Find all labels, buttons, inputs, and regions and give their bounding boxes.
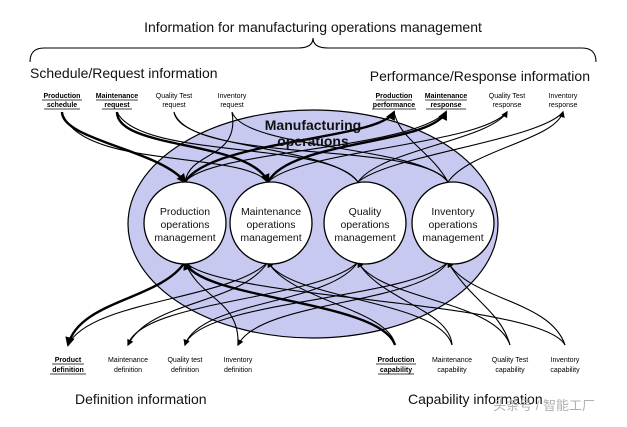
maintenance-request-label-1: Maintenance (96, 93, 139, 100)
flow-curves (60, 110, 566, 347)
product-definition-label-1: Product (55, 357, 82, 364)
maintenance-definition-label-2: definition (114, 367, 142, 374)
quality-test-request-label-2: request (162, 102, 185, 109)
production-capability-label-2: capability (380, 367, 412, 374)
production-performance-label-2: performance (373, 102, 416, 109)
inventory-ops-line-2: operations (428, 219, 477, 231)
production-ops-line-3: management (154, 232, 215, 244)
top-left-labels: Production schedule Maintenance request … (42, 93, 247, 110)
maintenance-ops-line-1: Maintenance (241, 206, 301, 218)
inventory-response-label-1: Inventory (549, 93, 578, 100)
product-definition-label-2: definition (52, 367, 84, 374)
maintenance-operations-circle (229, 181, 313, 265)
inventory-request-label-2: request (220, 102, 243, 109)
schedule-request-label: Schedule/Request information (30, 65, 218, 81)
core-label-line-2: operations (277, 133, 349, 149)
maintenance-capability-label-1: Maintenance (432, 357, 472, 364)
quality-test-definition-label-1: Quality test (167, 357, 202, 364)
bottom-right-labels: Production capability Maintenance capabi… (376, 357, 580, 375)
quality-operations-circle (323, 181, 407, 265)
function-inventory: Inventory operations management (411, 181, 495, 265)
maintenance-response-label-2: response (430, 102, 461, 109)
function-quality: Quality operations management (323, 181, 407, 265)
quality-test-response-label-2: response (493, 102, 522, 109)
maintenance-ops-line-3: management (240, 232, 301, 244)
quality-ops-line-1: Quality (349, 206, 382, 218)
inventory-ops-line-1: Inventory (431, 206, 475, 218)
definition-information-label: Definition information (75, 391, 207, 407)
production-ops-line-1: Production (160, 206, 210, 218)
inventory-definition-label-2: definition (224, 367, 252, 374)
inventory-request-label-1: Inventory (218, 93, 247, 100)
production-schedule-label-2: schedule (47, 102, 77, 109)
production-performance-label-1: Production (376, 93, 413, 100)
production-capability-label-1: Production (378, 357, 415, 364)
inventory-definition-label-1: Inventory (224, 357, 253, 364)
bottom-left-labels: Product definition Maintenance definitio… (50, 357, 253, 375)
top-right-labels: Production performance Maintenance respo… (372, 93, 578, 110)
maintenance-request-label-2: request (104, 102, 130, 109)
quality-ops-line-3: management (334, 232, 395, 244)
function-production: Production operations management (143, 181, 227, 265)
diagram-title: Information for manufacturing operations… (144, 19, 482, 35)
inventory-capability-label-2: capability (550, 367, 580, 374)
function-maintenance: Maintenance operations management (229, 181, 313, 265)
quality-test-request-label-1: Quality Test (156, 93, 192, 100)
production-ops-line-2: operations (160, 219, 209, 231)
production-operations-circle (143, 181, 227, 265)
performance-response-label: Performance/Response information (370, 68, 590, 84)
maintenance-response-label-1: Maintenance (425, 93, 468, 100)
top-brace (29, 37, 597, 63)
inventory-capability-label-1: Inventory (551, 357, 580, 364)
production-schedule-label-1: Production (44, 93, 81, 100)
capability-information-label: Capability information (408, 391, 543, 407)
inventory-ops-line-3: management (422, 232, 483, 244)
inventory-operations-circle (411, 181, 495, 265)
quality-test-definition-label-2: definition (171, 367, 199, 374)
quality-test-capability-label-2: capability (495, 367, 525, 374)
maintenance-definition-label-1: Maintenance (108, 357, 148, 364)
core-label-line-1: Manufacturing (265, 117, 361, 133)
maintenance-capability-label-2: capability (437, 367, 467, 374)
quality-test-capability-label-1: Quality Test (492, 357, 528, 364)
watermark: 头条号 / 智能工厂 (493, 398, 595, 413)
inventory-response-label-2: response (549, 102, 578, 109)
quality-ops-line-2: operations (340, 219, 389, 231)
quality-test-response-label-1: Quality Test (489, 93, 525, 100)
maintenance-ops-line-2: operations (246, 219, 295, 231)
